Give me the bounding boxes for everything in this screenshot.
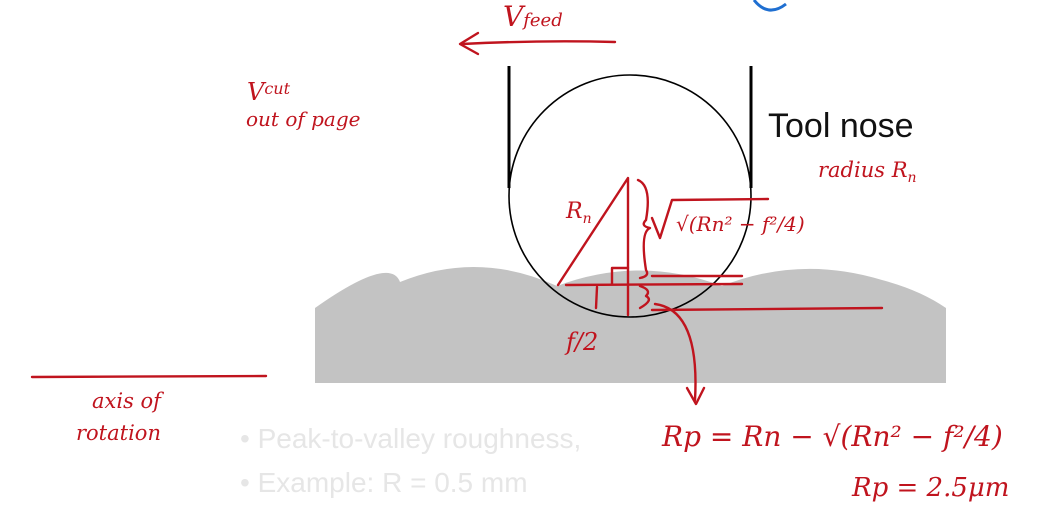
sqrt-brace [636, 178, 652, 280]
rp-brace [638, 284, 651, 310]
faded-bullet-example: • Example: R = 0.5 mm [240, 467, 528, 498]
axis-of-rotation-line [30, 374, 268, 379]
rp-result: Rp = 2.5μm [851, 473, 1009, 503]
half-feed-label: f/2 [564, 328, 598, 356]
rp-formula: Rp = Rn − √(Rn² − f²/4) [661, 420, 1003, 453]
valley-line [650, 306, 884, 312]
peak-line [564, 282, 744, 287]
sqrt-radical [650, 197, 770, 240]
feed-arrow-line [460, 40, 617, 46]
tool-nose-circle [508, 74, 752, 318]
right-angle-mark [610, 266, 630, 286]
faded-bullet-peak-to-valley: • Peak-to-valley roughness, [240, 423, 581, 454]
axis-of-label: axis of [92, 389, 164, 413]
rp-pointer-arrowhead [685, 386, 706, 406]
radius-label: radius Rn [818, 158, 917, 186]
workpiece [315, 266, 946, 383]
radius-triangle [556, 176, 630, 317]
tool-nose-label: Tool nose [768, 107, 914, 145]
rp-pointer-arrow [653, 302, 697, 402]
rn-label: Rn [565, 199, 592, 227]
v-cut-label: Vcut [247, 78, 291, 106]
title-remnant-arc [752, 0, 787, 12]
rotation-label: rotation [76, 421, 161, 445]
out-of-page-label: out of page [246, 107, 360, 131]
feed-arrowhead [458, 31, 480, 56]
half-feed-tick [594, 285, 599, 310]
sqrt-term: √(Rn² − f²/4) [676, 212, 805, 236]
v-feed-label: Vfeed [503, 0, 563, 33]
